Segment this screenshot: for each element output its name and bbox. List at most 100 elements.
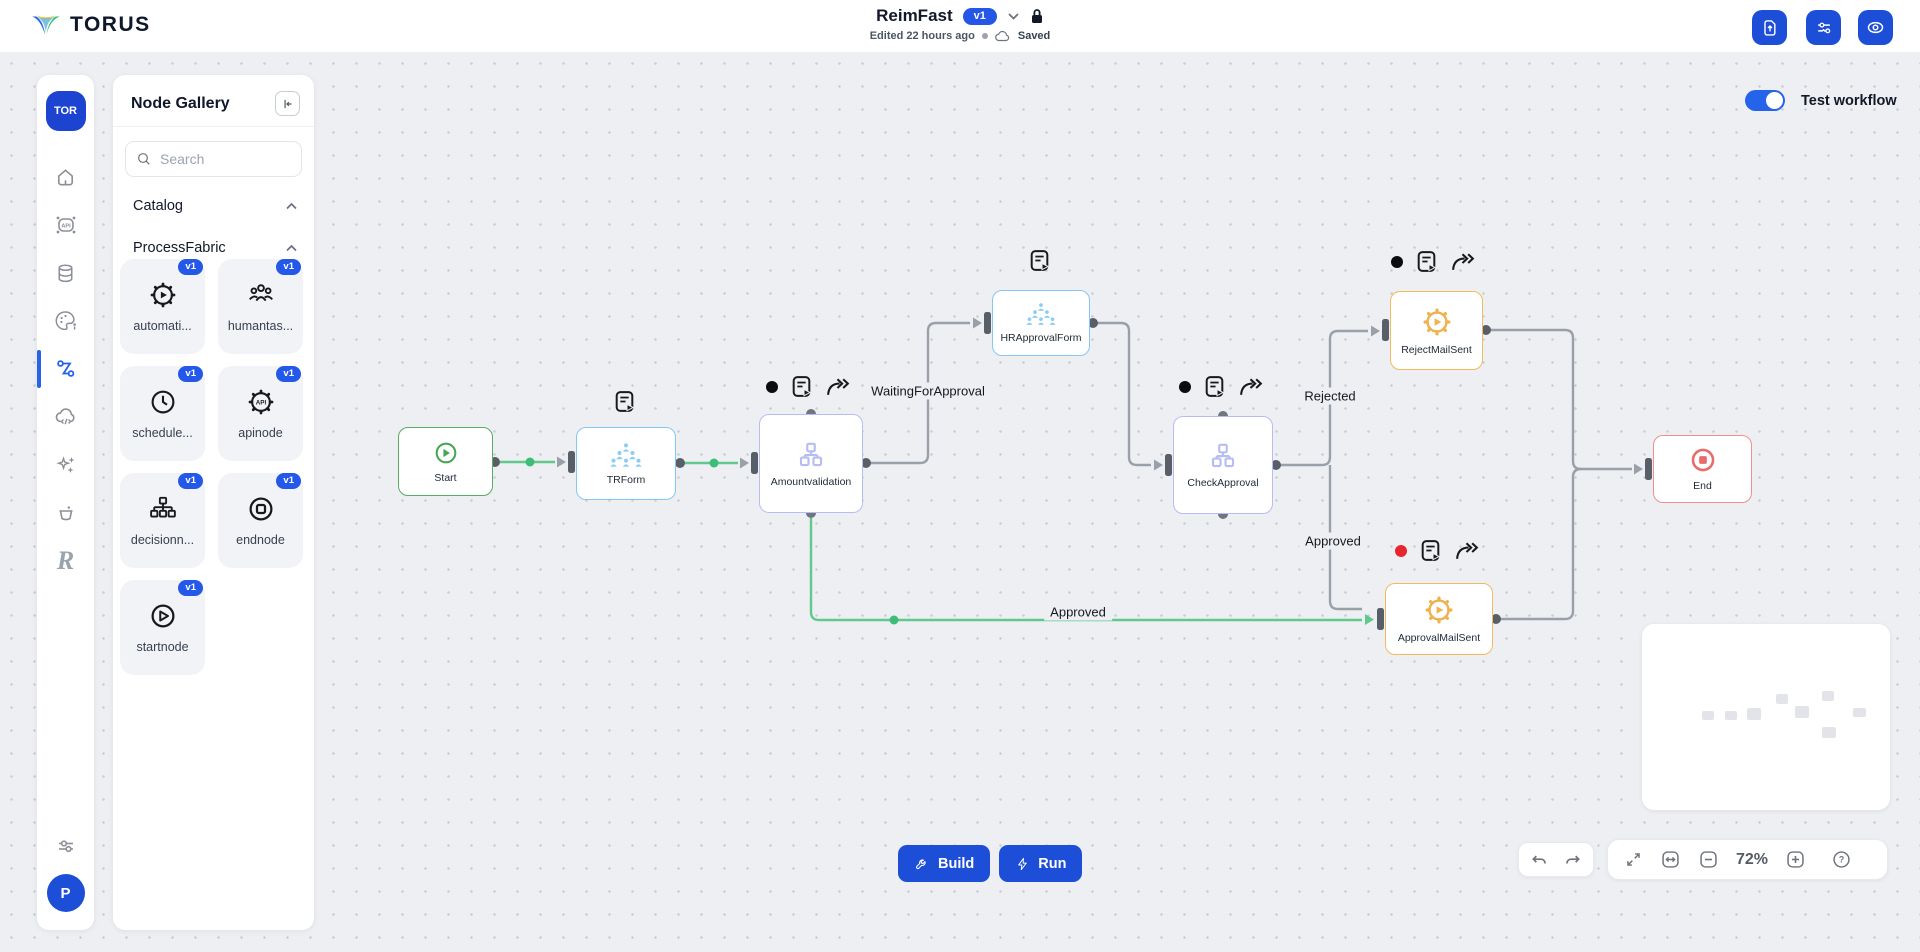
workspace-logo[interactable]: TOR [45, 91, 86, 131]
database-icon [58, 263, 73, 282]
edge-amount-approval [809, 518, 1362, 622]
workflow-icon [56, 360, 74, 377]
form-run-icon[interactable] [1202, 374, 1227, 399]
node-amountvalidation[interactable]: Amountvalidation [759, 414, 863, 513]
gallery-item-apinode[interactable]: v1 API apinode [218, 366, 303, 461]
search-icon [138, 153, 150, 165]
collapse-panel-button[interactable] [275, 91, 300, 116]
workflow-canvas[interactable]: Start TRForm Amountvalidation [0, 52, 1920, 952]
form-run-icon[interactable] [1027, 248, 1052, 273]
flow-settings-button[interactable] [1806, 10, 1841, 45]
run-label: Run [1038, 855, 1067, 872]
minimap-node [1795, 706, 1809, 718]
sidebar-item-relay[interactable]: R [37, 537, 94, 585]
zoom-out-icon[interactable] [1698, 849, 1719, 870]
chevron-down-icon[interactable] [1007, 12, 1020, 21]
test-workflow-control: Test workflow [1745, 90, 1897, 111]
toolbar-amountvalidation[interactable] [766, 374, 852, 399]
minimap[interactable] [1642, 624, 1890, 810]
breakpoint-dot-active-icon[interactable] [1395, 544, 1407, 557]
breakpoint-dot-icon[interactable] [1179, 380, 1191, 393]
breakpoint-dot-icon[interactable] [766, 380, 778, 393]
zoom-level: 72% [1736, 850, 1769, 868]
skip-arrow-icon[interactable] [1450, 252, 1477, 271]
toolbar-rejectmailsent[interactable] [1391, 249, 1477, 274]
automation-node-icon [150, 282, 175, 308]
palette-icon [55, 311, 76, 331]
edge-reject-end [1490, 328, 1632, 471]
build-button[interactable]: Build [898, 845, 991, 882]
form-run-icon[interactable] [1414, 249, 1439, 274]
gallery-item-schedulenode[interactable]: v1 schedule... [120, 366, 205, 461]
sidebar-item-design[interactable] [37, 297, 94, 345]
minimap-node [1702, 711, 1714, 720]
edge-dots[interactable] [525, 457, 899, 625]
automation-icon [1425, 596, 1453, 624]
version-badge: v1 [178, 259, 203, 275]
search-input[interactable] [160, 151, 290, 167]
sidebar-item-database[interactable] [37, 249, 94, 297]
sidebar-item-ai[interactable] [37, 441, 94, 489]
search-box[interactable] [125, 141, 302, 177]
toolbar-hrapprovalform[interactable] [1027, 248, 1052, 273]
section-processfabric[interactable]: ProcessFabric [113, 235, 314, 261]
schedule-node-icon [151, 390, 174, 414]
skip-arrow-icon[interactable] [1238, 377, 1265, 396]
left-icon-rail: TOR API [37, 75, 94, 930]
node-checkapproval[interactable]: CheckApproval [1173, 416, 1273, 514]
fit-view-icon[interactable] [1660, 849, 1681, 870]
brand[interactable]: TORUS [30, 11, 151, 39]
gallery-item-endnode[interactable]: v1 endnode [218, 473, 303, 568]
build-label: Build [938, 855, 975, 872]
decision-icon [799, 442, 823, 466]
gallery-item-startnode[interactable]: v1 startnode [120, 580, 205, 675]
port-approval-out [1491, 614, 1501, 624]
run-button[interactable]: Run [999, 845, 1083, 882]
form-run-icon[interactable] [789, 374, 814, 399]
node-rejectmailsent[interactable]: RejectMailSent [1390, 291, 1483, 370]
section-catalog[interactable]: Catalog [113, 193, 314, 219]
preferences-icon[interactable] [54, 834, 78, 858]
fullscreen-icon[interactable] [1624, 850, 1643, 869]
skip-arrow-icon[interactable] [825, 377, 852, 396]
help-icon[interactable]: ? [1831, 849, 1852, 870]
gallery-item-label: apinode [238, 426, 283, 440]
edge-check-approval [1328, 465, 1362, 611]
form-run-icon[interactable] [1418, 538, 1443, 563]
test-workflow-toggle[interactable] [1745, 90, 1785, 111]
version-badge: v1 [178, 473, 203, 489]
node-trform[interactable]: TRForm [576, 427, 676, 500]
sidebar-item-workflow[interactable] [37, 345, 94, 393]
node-approvalmailsent[interactable]: ApprovalMailSent [1385, 583, 1493, 655]
sidebar-item-cloud-code[interactable] [37, 393, 94, 441]
node-hrapprovalform[interactable]: HRApprovalForm [992, 290, 1090, 356]
undo-icon[interactable] [1529, 852, 1548, 868]
breakpoint-dot-icon[interactable] [1391, 255, 1403, 268]
minimap-node [1853, 708, 1866, 717]
sidebar-item-home[interactable] [37, 153, 94, 201]
node-label: End [1693, 480, 1712, 492]
publish-button[interactable] [1752, 10, 1787, 45]
gallery-item-automationnode[interactable]: v1 automati... [120, 259, 205, 354]
zoom-in-icon[interactable] [1785, 849, 1806, 870]
version-badge[interactable]: v1 [962, 7, 997, 25]
node-start[interactable]: Start [398, 427, 493, 496]
gallery-item-humantasknode[interactable]: v1 humantas... [218, 259, 303, 354]
form-run-icon[interactable] [612, 389, 637, 414]
toolbar-approvalmailsent[interactable] [1395, 538, 1481, 563]
gallery-item-decisionnode[interactable]: v1 decisionn... [120, 473, 205, 568]
user-avatar[interactable]: P [46, 874, 85, 912]
toolbar-trform[interactable] [612, 389, 637, 414]
gallery-item-label: decisionn... [130, 533, 195, 547]
node-label: CheckApproval [1187, 477, 1259, 489]
skip-arrow-icon[interactable] [1454, 541, 1481, 560]
cloud-code-icon [55, 408, 75, 425]
preview-button[interactable] [1858, 10, 1893, 45]
toolbar-checkapproval[interactable] [1179, 374, 1265, 399]
node-end[interactable]: End [1653, 435, 1752, 503]
run-controls: Build Run [898, 845, 1083, 882]
sidebar-item-bucket[interactable] [37, 489, 94, 537]
redo-icon[interactable] [1564, 852, 1583, 868]
sidebar-item-api[interactable]: API [37, 201, 94, 249]
edited-timestamp: Edited 22 hours ago [869, 30, 975, 42]
